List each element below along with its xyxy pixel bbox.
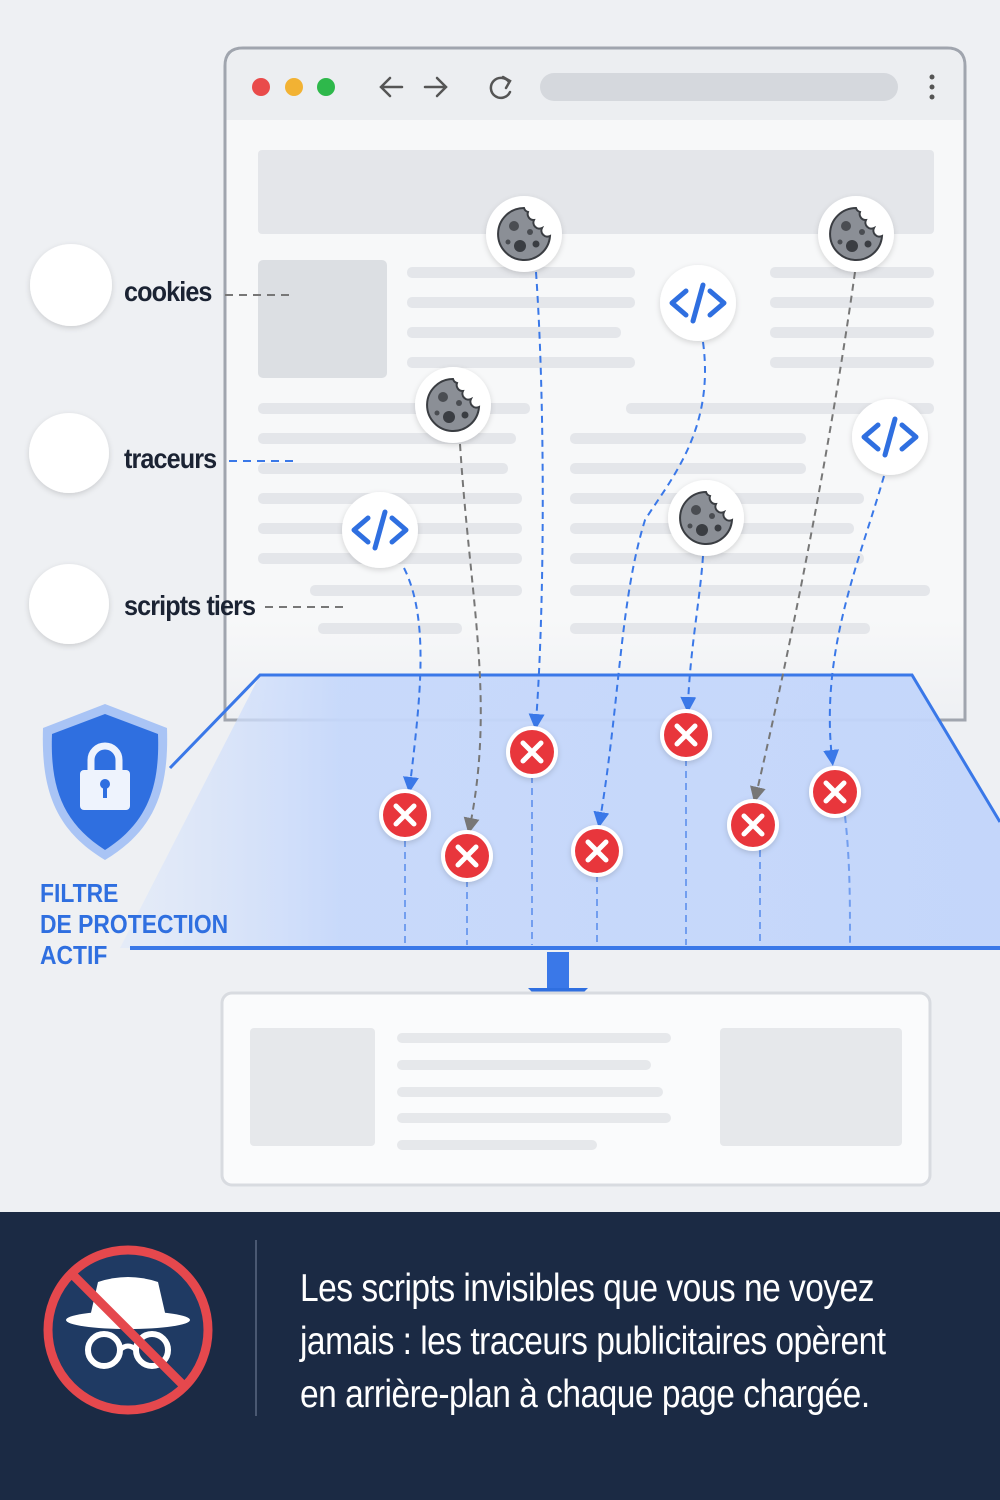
clean-page-card <box>220 991 932 1187</box>
code-icon <box>861 416 919 458</box>
legend-label-cookies: cookies <box>124 276 212 307</box>
filter-label: FILTRE DE PROTECTION ACTIF <box>40 878 228 971</box>
cookie-icon <box>829 206 884 261</box>
back-arrow-icon[interactable] <box>379 76 404 98</box>
blocked-x-icon <box>379 789 431 841</box>
kebab-menu-icon[interactable] <box>929 74 935 100</box>
code-icon <box>351 509 409 551</box>
filter-label-line: FILTRE <box>40 878 119 908</box>
blocked-markers <box>379 709 861 882</box>
tracker-paths <box>402 271 885 946</box>
caption-line: en arrière-plan à chaque page chargée. <box>300 1373 870 1416</box>
code-icon <box>669 282 727 324</box>
caption-line: Les scripts invisibles que vous ne voyez <box>300 1267 875 1310</box>
maximize-dot[interactable] <box>317 78 335 96</box>
page-skeleton <box>258 150 934 634</box>
divider <box>255 1240 257 1416</box>
cookie-icon <box>497 206 552 261</box>
legend-label-scripts-tiers: scripts tiers <box>124 590 256 621</box>
browser-window <box>223 46 967 722</box>
incognito-blocked-icon <box>43 1245 213 1415</box>
blocked-x-icon <box>441 830 493 882</box>
filter-label-line: DE PROTECTION <box>40 909 229 939</box>
forward-arrow-icon[interactable] <box>423 76 448 98</box>
blocked-x-icon <box>727 799 779 851</box>
cookie-icon <box>679 490 734 545</box>
blocked-x-icon <box>809 766 861 818</box>
blocked-x-icon <box>506 726 558 778</box>
legend-connectors <box>225 294 346 608</box>
caption-banner <box>0 1212 1000 1500</box>
close-dot[interactable] <box>252 78 270 96</box>
cookie-icon <box>426 377 481 432</box>
legend-badges <box>29 244 112 644</box>
blocked-x-icon <box>660 709 712 761</box>
filter-label-line: ACTIF <box>40 940 108 970</box>
protection-filter-plane <box>120 673 1000 950</box>
reload-icon[interactable] <box>489 75 512 100</box>
legend-label-traceurs: traceurs <box>124 443 217 474</box>
caption-text: Les scripts invisibles que vous ne voyez… <box>300 1262 886 1421</box>
address-bar[interactable] <box>540 73 898 101</box>
minimize-dot[interactable] <box>285 78 303 96</box>
blocked-x-icon <box>571 825 623 877</box>
shield-lock-icon <box>42 704 168 860</box>
caption-line: jamais : les traceurs publicitaires opèr… <box>300 1320 886 1363</box>
